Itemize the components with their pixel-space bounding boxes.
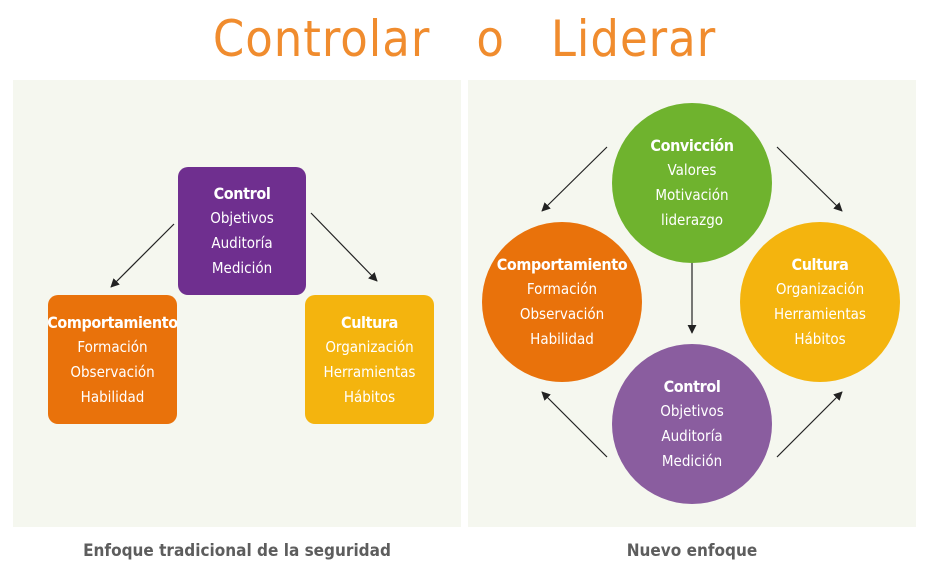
arrow-conviccion-to-comportamiento (541, 146, 608, 212)
node-item: Herramientas (774, 305, 866, 323)
traditional-caption: Enfoque tradicional de la seguridad (83, 541, 391, 561)
node-item: Habilidad (80, 387, 145, 406)
traditional-comportamiento-box: Comportamiento Formación Observación Hab… (47, 295, 178, 424)
node-item: Organización (775, 280, 865, 298)
title-right: Liderar (550, 10, 717, 68)
title-left: Controlar (212, 10, 431, 68)
node-item: Objetivos (660, 402, 724, 420)
node-item: Herramientas (323, 362, 416, 381)
new-approach-caption: Nuevo enfoque (626, 541, 758, 561)
node-heading: Convicción (650, 136, 734, 155)
node-item: Formación (77, 337, 148, 356)
node-heading: Comportamiento (496, 255, 628, 274)
arrow-control-to-comportamiento-new (541, 391, 608, 458)
traditional-cultura-box: Cultura Organización Herramientas Hábito… (305, 295, 434, 424)
new-comportamiento-circle: Comportamiento Formación Observación Hab… (482, 222, 642, 382)
new-cultura-circle: Cultura Organización Herramientas Hábito… (740, 222, 900, 382)
arrow-control-to-cultura (310, 212, 378, 282)
node-item: Hábitos (794, 330, 846, 348)
node-item: Observación (70, 362, 155, 381)
title-middle: o (476, 10, 505, 68)
arrow-control-to-cultura-new (776, 391, 843, 458)
node-item: Observación (519, 305, 605, 323)
page-title: Controlar o Liderar (0, 4, 929, 74)
new-control-circle: Control Objetivos Auditoría Medición (612, 344, 772, 504)
node-item: Organización (325, 337, 414, 356)
node-item: Auditoría (211, 234, 273, 252)
node-item: liderazgo (660, 211, 724, 229)
node-item: Auditoría (661, 427, 723, 445)
arrow-control-to-comportamiento (110, 223, 175, 288)
node-heading: Comportamiento (47, 312, 178, 332)
node-item: Medición (211, 259, 273, 277)
traditional-control-box: Control Objetivos Auditoría Medición (178, 167, 306, 295)
node-heading: Cultura (791, 255, 849, 274)
node-item: Habilidad (530, 330, 594, 348)
node-item: Objetivos (210, 209, 274, 227)
node-item: Valores (667, 161, 717, 179)
new-conviccion-circle: Convicción Valores Motivación liderazgo (612, 103, 772, 263)
node-item: Motivación (655, 186, 729, 204)
node-heading: Control (663, 377, 721, 396)
node-heading: Control (213, 184, 271, 203)
arrow-conviccion-to-cultura (776, 146, 843, 212)
node-item: Medición (661, 452, 723, 470)
node-heading: Cultura (341, 312, 398, 332)
node-item: Hábitos (343, 387, 396, 406)
node-item: Formación (526, 280, 598, 298)
